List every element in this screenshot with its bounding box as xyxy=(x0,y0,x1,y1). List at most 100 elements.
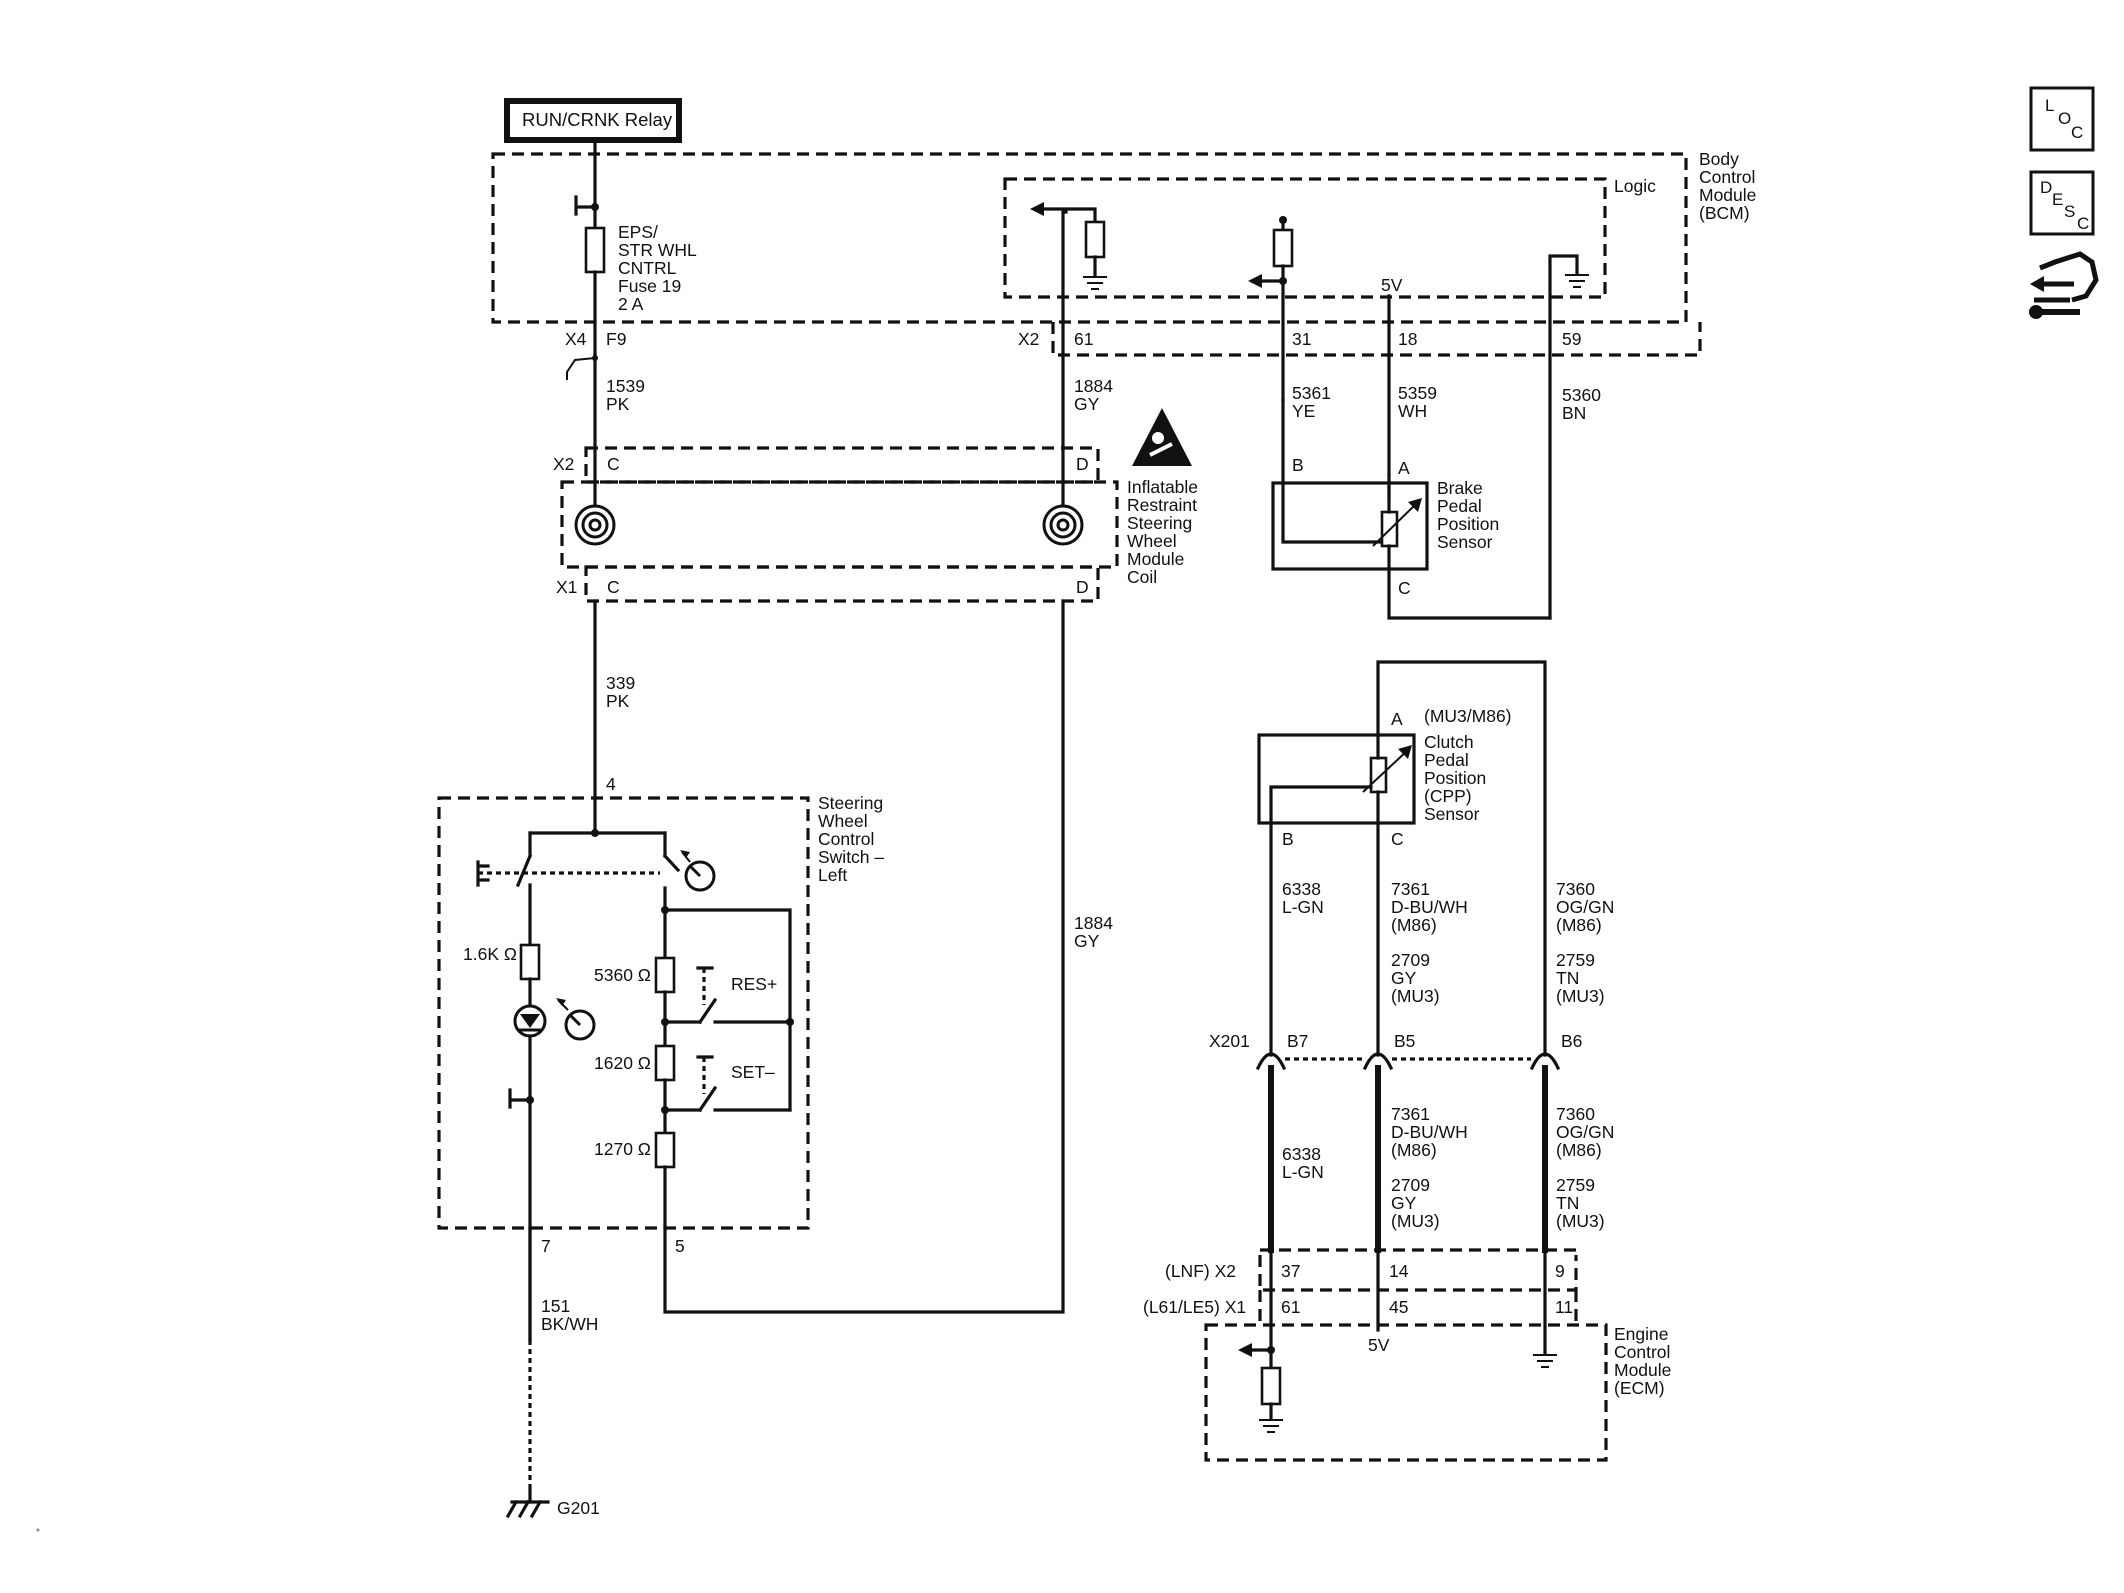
svg-text:GY: GY xyxy=(1074,394,1100,414)
svg-text:Fuse 19: Fuse 19 xyxy=(618,276,681,296)
svg-text:C: C xyxy=(2071,123,2083,142)
x201-b5: B5 xyxy=(1394,1031,1415,1051)
svg-text:Wheel: Wheel xyxy=(818,811,868,831)
svg-text:1884: 1884 xyxy=(1074,913,1113,933)
svg-text:EPS/: EPS/ xyxy=(618,222,658,242)
svg-text:OG/GN: OG/GN xyxy=(1556,1122,1614,1142)
bcm-f9-label: F9 xyxy=(606,329,626,349)
svg-text:Module: Module xyxy=(1699,185,1756,205)
svg-text:(MU3): (MU3) xyxy=(1391,1211,1440,1231)
brake-sensor-name: Brake Pedal Position Sensor xyxy=(1437,478,1499,552)
svg-text:CNTRL: CNTRL xyxy=(618,258,677,278)
svg-text:7361: 7361 xyxy=(1391,879,1430,899)
switch-pin-5: 5 xyxy=(675,1236,685,1256)
x201-label: X201 xyxy=(1209,1031,1250,1051)
brake-pedal-position-sensor: B A C Brake Pedal Position Sensor xyxy=(1271,398,1552,620)
ground-g201-label: G201 xyxy=(557,1498,600,1518)
bcm-pin59-circuit xyxy=(1548,254,1589,620)
res-plus-label: RES+ xyxy=(731,974,777,994)
ecm-x1-pin-11: 11 xyxy=(1555,1297,1573,1317)
svg-text:C: C xyxy=(2077,214,2089,233)
svg-text:BK/WH: BK/WH xyxy=(541,1314,598,1334)
coil-x2-d: D xyxy=(1076,454,1089,474)
svg-text:(MU3): (MU3) xyxy=(1391,986,1440,1006)
brake-pin-c: C xyxy=(1398,578,1411,598)
svg-text:5359: 5359 xyxy=(1398,383,1437,403)
svg-text:Pedal: Pedal xyxy=(1437,496,1482,516)
brake-pin-a: A xyxy=(1398,458,1410,478)
svg-text:L-GN: L-GN xyxy=(1282,1162,1324,1182)
svg-text:339: 339 xyxy=(606,673,635,693)
resistor-5360-label: 5360 Ω xyxy=(594,965,651,985)
svg-text:GY: GY xyxy=(1074,931,1100,951)
x201-b7: B7 xyxy=(1287,1031,1308,1051)
svg-text:1539: 1539 xyxy=(606,376,645,396)
svg-text:Position: Position xyxy=(1437,514,1499,534)
ecm-l61-x1-label: (L61/LE5) X1 xyxy=(1143,1297,1246,1317)
svg-text:(ECM): (ECM) xyxy=(1614,1378,1665,1398)
connector-tool-icon[interactable] xyxy=(2029,251,2099,319)
relay-label: RUN/CRNK Relay xyxy=(522,109,673,130)
cpp-pin-b: B xyxy=(1282,829,1294,849)
cruise-icon-lower xyxy=(556,998,596,1041)
svg-text:L: L xyxy=(2045,96,2054,115)
svg-text:6338: 6338 xyxy=(1282,1144,1321,1164)
svg-text:Clutch: Clutch xyxy=(1424,732,1474,752)
set-minus-label: SET– xyxy=(731,1062,775,1082)
bcm-pin61-circuit xyxy=(1030,202,1107,357)
svg-text:Control: Control xyxy=(1699,167,1755,187)
cpp-pin-c: C xyxy=(1391,829,1404,849)
brake-pin-b: B xyxy=(1292,455,1304,475)
switch-pin-4: 4 xyxy=(606,774,616,794)
x201-connector: X201 B7 B5 B6 xyxy=(1209,1031,1582,1253)
bcm-pin31-circuit xyxy=(1248,216,1294,402)
steering-wheel-control-switch-left: Steering Wheel Control Switch – Left 4 7… xyxy=(437,774,884,1342)
svg-text:2759: 2759 xyxy=(1556,950,1595,970)
bcm-pin-59: 59 xyxy=(1562,329,1581,349)
svg-text:(M86): (M86) xyxy=(1556,915,1602,935)
svg-text:E: E xyxy=(2052,190,2063,209)
svg-text:7360: 7360 xyxy=(1556,1104,1595,1124)
svg-text:(M86): (M86) xyxy=(1391,915,1437,935)
svg-text:(CPP): (CPP) xyxy=(1424,786,1472,806)
svg-text:6338: 6338 xyxy=(1282,879,1321,899)
resistor-1270-label: 1270 Ω xyxy=(594,1139,651,1159)
ecm-x2-pin-37: 37 xyxy=(1281,1261,1300,1281)
svg-text:Inflatable: Inflatable xyxy=(1127,477,1198,497)
svg-text:GY: GY xyxy=(1391,1193,1417,1213)
coil-x1-label: X1 xyxy=(556,577,577,597)
svg-text:Pedal: Pedal xyxy=(1424,750,1469,770)
ecm-name: Engine Control Module (ECM) xyxy=(1614,1324,1671,1398)
airbag-warning-icon xyxy=(1132,408,1192,466)
svg-text:L-GN: L-GN xyxy=(1282,897,1324,917)
svg-text:(MU3): (MU3) xyxy=(1556,986,1605,1006)
coil-x1-d: D xyxy=(1076,577,1089,597)
svg-text:D-BU/WH: D-BU/WH xyxy=(1391,897,1468,917)
loc-button[interactable]: L O C xyxy=(2029,86,2095,152)
cpp-pin-a: A xyxy=(1391,709,1403,729)
bcm-pin-18: 18 xyxy=(1398,329,1417,349)
svg-text:Control: Control xyxy=(818,829,874,849)
svg-text:(MU3/M86): (MU3/M86) xyxy=(1424,706,1512,726)
svg-text:(M86): (M86) xyxy=(1556,1140,1602,1160)
switch-pin-7: 7 xyxy=(541,1236,551,1256)
svg-text:Sensor: Sensor xyxy=(1437,532,1493,552)
bcm-name: Body Control Module (BCM) xyxy=(1699,149,1756,223)
svg-text:Position: Position xyxy=(1424,768,1486,788)
bcm-pin-61: 61 xyxy=(1074,329,1093,349)
desc-button[interactable]: D E S C xyxy=(2029,170,2095,236)
svg-text:O: O xyxy=(2058,109,2071,128)
svg-text:7360: 7360 xyxy=(1556,879,1595,899)
svg-text:Module: Module xyxy=(1127,549,1184,569)
cruise-icon-upper xyxy=(680,850,716,892)
